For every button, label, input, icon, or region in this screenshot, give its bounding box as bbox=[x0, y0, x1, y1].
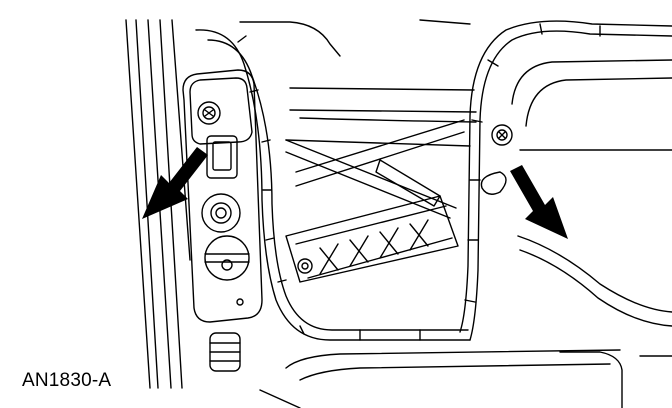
door-panel-right bbox=[480, 59, 672, 408]
plug-hole bbox=[201, 193, 241, 233]
pillar-bracket bbox=[182, 69, 263, 323]
lower-panel bbox=[259, 349, 621, 408]
wire-harness-left bbox=[195, 29, 471, 341]
screw-head bbox=[204, 235, 250, 281]
cross-brace bbox=[285, 119, 465, 219]
arrow-right-bolt bbox=[510, 165, 568, 239]
figure-caption: AN1830-A bbox=[22, 370, 112, 391]
left-bolt bbox=[197, 101, 221, 125]
wire-harness-right bbox=[459, 20, 672, 341]
rubber-bumper bbox=[209, 332, 241, 372]
arrow-left-bolt bbox=[142, 147, 208, 219]
right-bolt bbox=[491, 124, 513, 146]
window-channel bbox=[239, 19, 477, 147]
small-hole bbox=[236, 298, 244, 306]
lower-fastener bbox=[297, 258, 313, 274]
lower-stiffener bbox=[285, 195, 459, 283]
